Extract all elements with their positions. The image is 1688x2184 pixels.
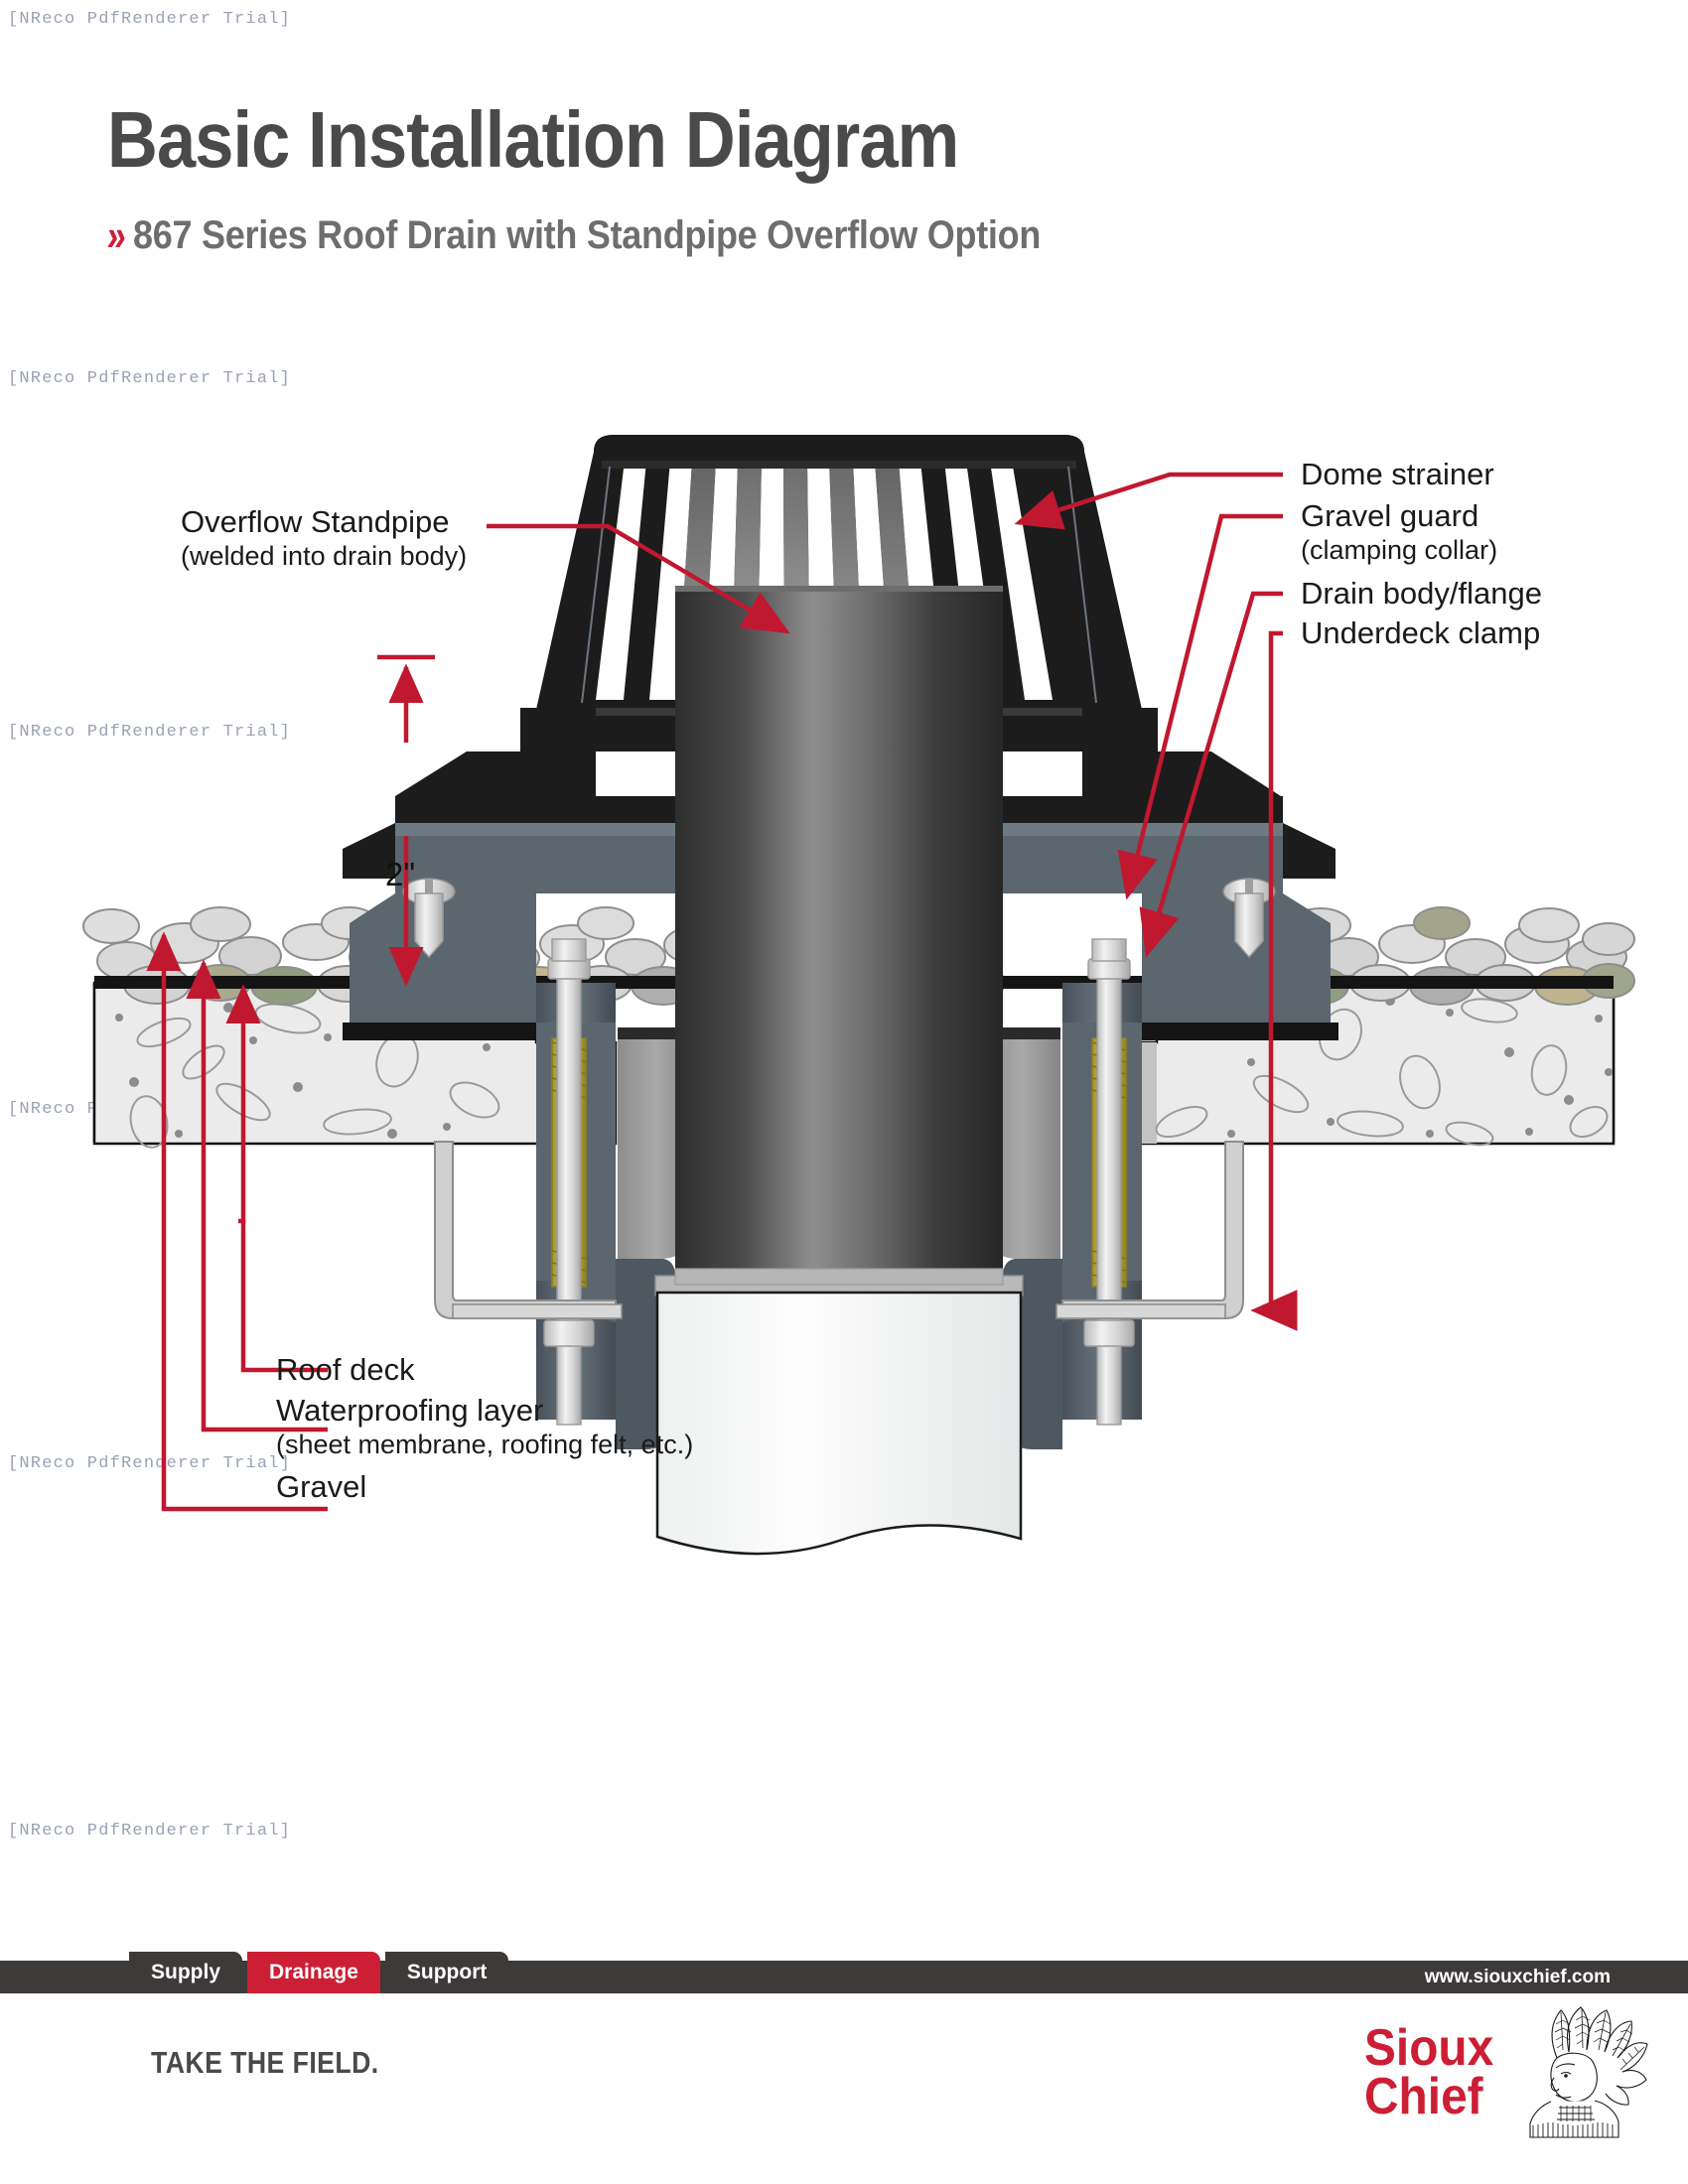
sioux-chief-logo: Sioux Chief xyxy=(1354,2000,1652,2149)
callout-gravel-guard: Gravel guard (clamping collar) xyxy=(1301,498,1497,568)
leader-gravel-guard xyxy=(1117,513,1283,900)
callout-gravel: Gravel xyxy=(276,1469,366,1504)
footer-tab-support[interactable]: Support xyxy=(384,1952,509,1993)
watermark-text-5: [NReco PdfRenderer Trial] xyxy=(8,1822,292,1841)
chief-headdress-icon xyxy=(1529,2006,1648,2138)
clamp-bolt-right xyxy=(1083,938,1135,1426)
website-link[interactable]: www.siouxchief.com xyxy=(1424,1966,1611,1987)
chevron-double-right-icon: » xyxy=(105,210,124,260)
subtitle-row: » 867 Series Roof Drain with Standpipe O… xyxy=(105,210,1142,260)
logo-wordmark-line1: Sioux xyxy=(1364,2019,1494,2077)
callout-dome-strainer-label: Dome strainer xyxy=(1301,457,1494,491)
leader-lines xyxy=(146,472,1298,1420)
page-subtitle: 867 Series Roof Drain with Standpipe Ove… xyxy=(133,213,1042,257)
callout-overflow-standpipe-label: Overflow Standpipe xyxy=(181,504,450,539)
leader-underdeck-clamp xyxy=(1250,630,1298,1331)
collar-screw-left xyxy=(402,878,456,959)
callout-overflow-standpipe-sublabel: (welded into drain body) xyxy=(181,541,468,571)
callout-gravel-guard-label: Gravel guard xyxy=(1301,498,1479,533)
callout-roof-deck-label: Roof deck xyxy=(276,1352,415,1387)
callout-dome-strainer: Dome strainer xyxy=(1301,457,1494,491)
overflow-standpipe xyxy=(674,586,1004,1286)
callout-roof-deck: Roof deck xyxy=(276,1352,415,1387)
callout-underdeck-clamp: Underdeck clamp xyxy=(1301,615,1540,650)
collar-screw-right xyxy=(1222,878,1276,959)
callout-underdeck-clamp-label: Underdeck clamp xyxy=(1301,615,1541,650)
watermark-text-2: [NReco PdfRenderer Trial] xyxy=(8,723,292,742)
leader-dome-strainer xyxy=(1014,472,1283,530)
page-title: Basic Installation Diagram xyxy=(107,95,959,184)
footer-tab-supply[interactable]: Supply xyxy=(129,1952,243,1993)
leader-lines-bottom xyxy=(161,1221,328,1512)
watermark-text-0: [NReco PdfRenderer Trial] xyxy=(8,10,292,29)
dimension-label-2in: 2" xyxy=(385,856,416,892)
outlet-pipe xyxy=(655,1291,1023,1556)
callout-drain-body: Drain body/flange xyxy=(1301,576,1542,611)
watermark-text-4: [NReco PdfRenderer Trial] xyxy=(8,1454,292,1473)
watermark-text-1: [NReco PdfRenderer Trial] xyxy=(8,369,292,388)
callout-overflow-standpipe: Overflow Standpipe (welded into drain bo… xyxy=(181,504,467,574)
callout-gravel-guard-sublabel: (clamping collar) xyxy=(1301,535,1498,565)
tagline: TAKE THE FIELD. xyxy=(151,2045,379,2080)
callout-gravel-label: Gravel xyxy=(276,1469,367,1504)
logo-wordmark: Sioux Chief xyxy=(1364,2022,1493,2122)
logo-wordmark-line2: Chief xyxy=(1364,2068,1483,2125)
footer-tab-drainage[interactable]: Drainage xyxy=(247,1952,380,1993)
installation-diagram xyxy=(0,427,1688,1559)
underdeck-clamp xyxy=(434,1141,1244,1319)
clamp-bolt-left xyxy=(543,938,595,1426)
dimension-2in xyxy=(377,654,435,987)
callout-waterproofing-layer: Waterproofing layer (sheet membrane, roo… xyxy=(276,1393,693,1462)
callout-waterproofing-layer-label: Waterproofing layer xyxy=(276,1393,544,1428)
leader-overflow-standpipe xyxy=(487,523,790,634)
callout-waterproofing-layer-sublabel: (sheet membrane, roofing felt, etc.) xyxy=(276,1430,694,1459)
callout-drain-body-label: Drain body/flange xyxy=(1301,576,1542,611)
leader-drain-body xyxy=(1139,591,1283,958)
